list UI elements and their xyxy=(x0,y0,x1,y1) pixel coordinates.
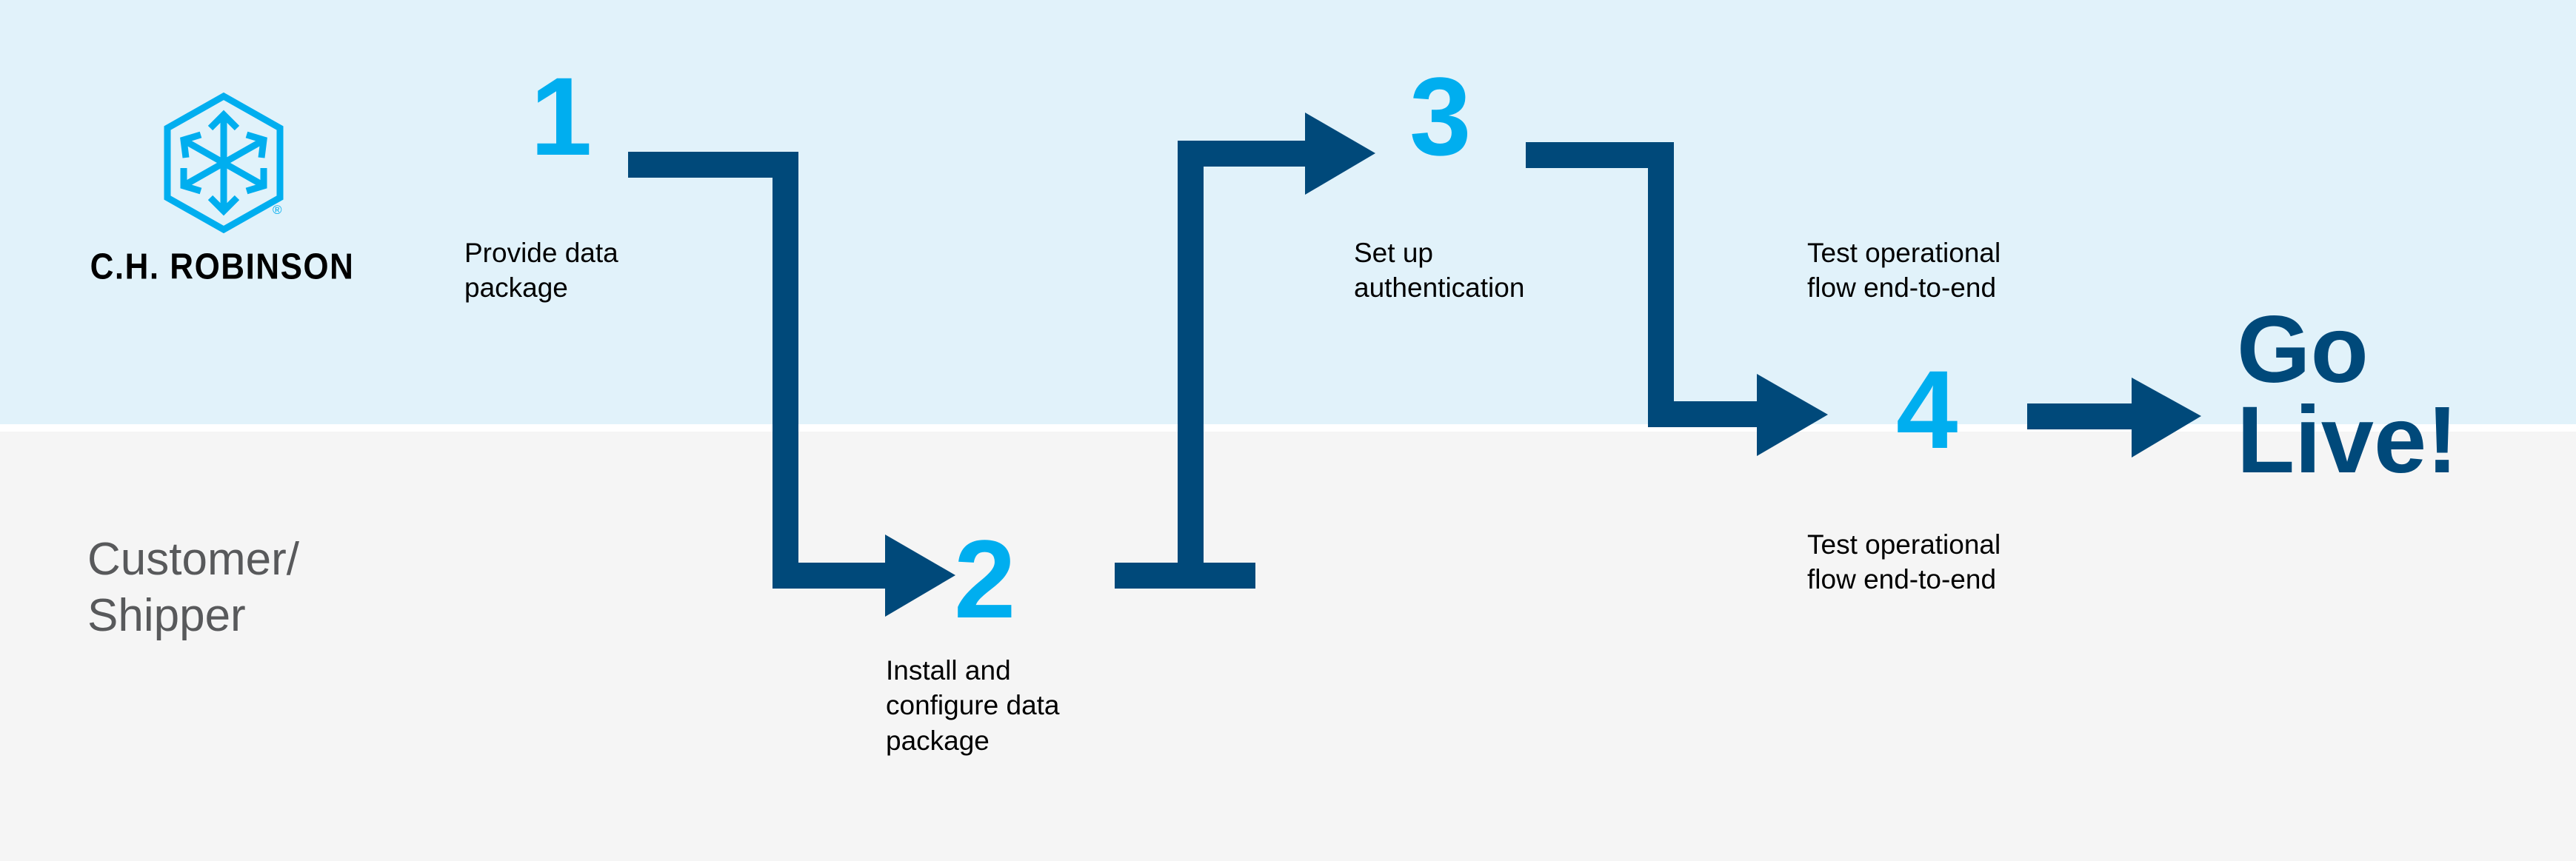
step-label-1: Provide data package xyxy=(464,238,618,304)
connector-step2-to-step3 xyxy=(1115,113,1375,589)
background-band-partner xyxy=(0,0,2576,424)
step-label-4: Test operational flow end-to-end xyxy=(1807,529,2001,595)
connector-step1-to-step2 xyxy=(628,152,955,617)
go-live-callout: Go Live! xyxy=(2237,297,2458,493)
step-label-step3-secondary: Test operational flow end-to-end xyxy=(1807,238,2001,304)
background-band-customer xyxy=(0,432,2576,861)
step-number-1: 1 xyxy=(530,54,593,178)
step-label-2: Install and configure data package xyxy=(886,655,1060,756)
ch-robinson-hexagon-cube-logo-icon xyxy=(161,92,286,234)
connector-step4-to-golive xyxy=(2027,378,2201,458)
step-label-3: Set up authentication xyxy=(1354,238,1525,304)
connector-step3-to-step4 xyxy=(1526,142,1828,456)
brand-logo: ® C.H. ROBINSON xyxy=(74,92,370,287)
brand-wordmark: C.H. ROBINSON xyxy=(90,247,355,287)
lane-label-customer-shipper: Customer/ Shipper xyxy=(87,534,299,641)
step-number-4: 4 xyxy=(1896,347,1958,472)
registered-trademark-icon: ® xyxy=(273,203,282,217)
step-number-3: 3 xyxy=(1409,54,1472,178)
step-number-2: 2 xyxy=(954,517,1016,641)
